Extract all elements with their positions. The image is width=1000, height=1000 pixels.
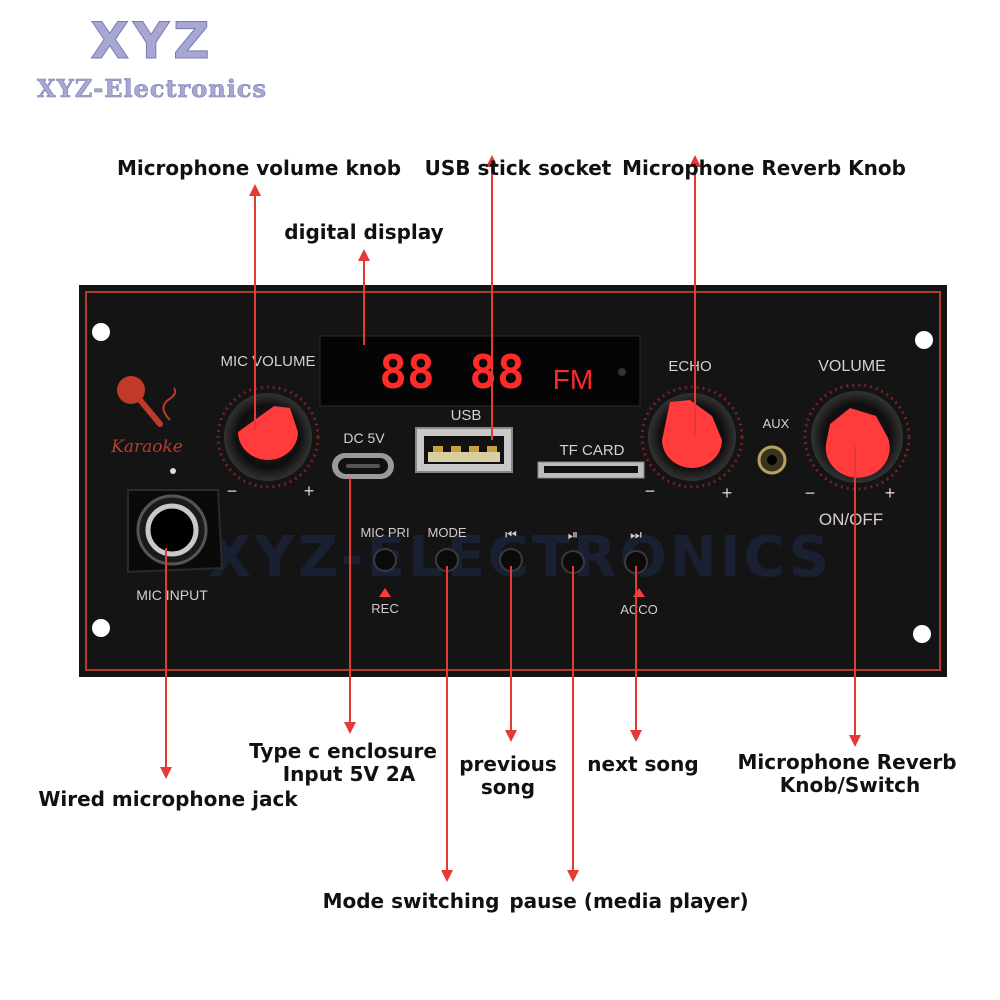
echo-label: ECHO [668, 358, 711, 375]
control-panel: XYZ-ELECTRONICS Karaoke MIC VOLUME − + M [79, 285, 947, 677]
mount-hole [913, 625, 931, 643]
callout-previous-line2: song [481, 775, 535, 799]
display-digits-left: 88 [379, 345, 434, 399]
callout-reverb-switch-line1: Microphone Reverb [737, 750, 956, 774]
callout-reverb-switch-line2: Knob/Switch [780, 773, 921, 797]
mic-pri-button[interactable] [373, 548, 397, 572]
echo-plus: + [722, 483, 733, 503]
volume-plus: + [885, 483, 896, 503]
callout-arrows [160, 155, 861, 882]
mic-volume-knob[interactable] [216, 385, 320, 489]
tf-card-label: TF CARD [560, 442, 625, 459]
next-icon: ⏭ [630, 527, 642, 542]
display-mode: FM [553, 364, 593, 395]
callout-pause: pause (media player) [509, 889, 748, 913]
type-c-port[interactable] [332, 453, 394, 479]
callout-usb-socket: USB stick socket [425, 156, 612, 180]
display-digits-right: 88 [469, 345, 524, 399]
callout-mic-volume-knob: Microphone volume knob [117, 156, 401, 180]
callout-previous-line1: previous [459, 752, 557, 776]
mount-hole [92, 323, 110, 341]
mic-volume-minus: − [227, 481, 238, 501]
echo-minus: − [645, 481, 656, 501]
echo-knob[interactable] [640, 385, 744, 489]
rec-label: REC [371, 601, 398, 616]
callout-reverb-knob: Microphone Reverb Knob [622, 156, 906, 180]
callout-next-song: next song [587, 752, 698, 776]
callout-mode-switching: Mode switching [323, 889, 500, 913]
mode-label: MODE [428, 525, 467, 540]
karaoke-label: Karaoke [110, 437, 183, 457]
microphone-icon [117, 376, 177, 427]
callout-labels: Microphone volume knob USB stick socket … [38, 156, 956, 913]
brand-logo: XYZ XYZ-Electronics [37, 12, 267, 104]
mic-volume-plus: + [304, 481, 315, 501]
prev-icon: ⏮ [505, 527, 517, 542]
mic-input-label: MIC INPUT [136, 587, 208, 603]
play-pause-icon: ⏯ [568, 527, 578, 542]
aux-label: AUX [763, 416, 790, 431]
acco-label: ACCO [620, 602, 658, 617]
digital-display: 88 88 FM [319, 335, 641, 407]
on-off-label: ON/OFF [819, 510, 883, 529]
usb-label: USB [451, 407, 482, 424]
karaoke-logo: Karaoke [110, 376, 183, 457]
rec-triangle-icon [379, 588, 391, 597]
mount-hole [92, 619, 110, 637]
mic-volume-label: MIC VOLUME [220, 353, 315, 370]
panel-border [85, 291, 941, 671]
callout-mic-jack: Wired microphone jack [38, 787, 298, 811]
aux-jack[interactable] [757, 445, 787, 475]
mic-pri-label: MIC PRI [360, 525, 409, 540]
brand-name: XYZ-Electronics [37, 74, 267, 103]
mic-input-jack[interactable] [127, 468, 224, 574]
mount-hole [915, 331, 933, 349]
callout-type-c-line1: Type c enclosure [249, 739, 437, 763]
volume-knob[interactable] [803, 383, 911, 491]
volume-minus: − [805, 483, 816, 503]
callout-type-c-line2: Input 5V 2A [283, 762, 416, 786]
volume-label: VOLUME [818, 358, 886, 375]
callout-digital-display: digital display [284, 220, 443, 244]
tf-card-slot[interactable] [537, 461, 645, 479]
brand-logo-text: XYZ [90, 12, 213, 70]
usb-socket[interactable] [415, 427, 513, 473]
dc-label: DC 5V [343, 430, 385, 446]
